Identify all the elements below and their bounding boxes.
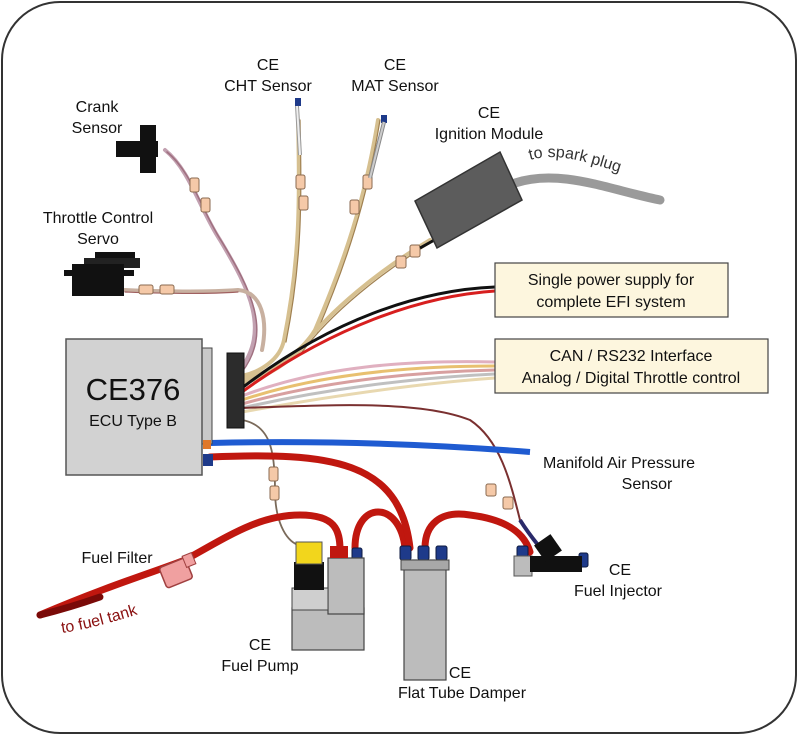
ecu-type-label: ECU Type B — [89, 413, 177, 430]
interface-box-line-2: Analog / Digital Throttle control — [522, 370, 740, 387]
mat-sensor-probe — [368, 115, 387, 179]
tank-fuel-line — [36, 593, 104, 619]
spark-plug-lead — [510, 173, 665, 205]
cht-sensor-probe — [295, 98, 302, 156]
wire-connectors — [138, 174, 514, 510]
fuel-filter-label: Fuel Filter — [81, 550, 153, 567]
damper-label-1: CE — [449, 665, 471, 682]
interface-box: CAN / RS232 Interface Analog / Digital T… — [494, 338, 769, 394]
ignition-module — [414, 150, 523, 250]
power-box-line-1: Single power supply for — [528, 272, 695, 289]
throttle-servo-label-1: Throttle Control — [43, 210, 153, 227]
damper-label-2: Flat Tube Damper — [398, 685, 527, 702]
throttle-servo-label-2: Servo — [77, 231, 119, 248]
cht-sensor-label-2: CHT Sensor — [224, 78, 312, 95]
injector-feed — [518, 518, 540, 547]
fuel-injector-label-1: CE — [609, 562, 631, 579]
fuel-pump-body — [291, 541, 365, 651]
mat-sensor-label-1: CE — [384, 57, 406, 74]
flat-tube-damper-body — [400, 559, 450, 681]
ecu-model-label: CE376 — [86, 372, 181, 407]
fuel-filter-body — [159, 551, 197, 589]
power-supply-box: Single power supply for complete EFI sys… — [494, 262, 729, 318]
mat-sensor-label-2: MAT Sensor — [351, 78, 439, 95]
crank-sensor-label-2: Sensor — [72, 120, 123, 137]
manifold-air-line — [209, 439, 531, 455]
map-sensor-label-1: Manifold Air Pressure — [543, 455, 695, 472]
cht-sensor-label-1: CE — [257, 57, 279, 74]
ignition-module-label-2: Ignition Module — [435, 126, 544, 143]
fuel-lines — [36, 452, 534, 619]
fuel-pump-label-1: CE — [249, 637, 271, 654]
crank-sensor-body — [116, 125, 158, 173]
ecu-unit: CE376 ECU Type B — [65, 338, 245, 476]
ecu-body — [65, 338, 203, 476]
ignition-module-label-1: CE — [478, 105, 500, 122]
fuel-pump-label-2: Fuel Pump — [221, 658, 298, 675]
power-box-line-2: complete EFI system — [536, 294, 685, 311]
map-sensor-label-2: Sensor — [622, 476, 673, 493]
fuel-injector-label-2: Fuel Injector — [574, 583, 663, 600]
throttle-servo-body — [64, 252, 140, 296]
fuel-injector-body — [513, 534, 582, 577]
crank-sensor-label-1: Crank — [76, 99, 120, 116]
interface-box-line-1: CAN / RS232 Interface — [550, 348, 713, 365]
